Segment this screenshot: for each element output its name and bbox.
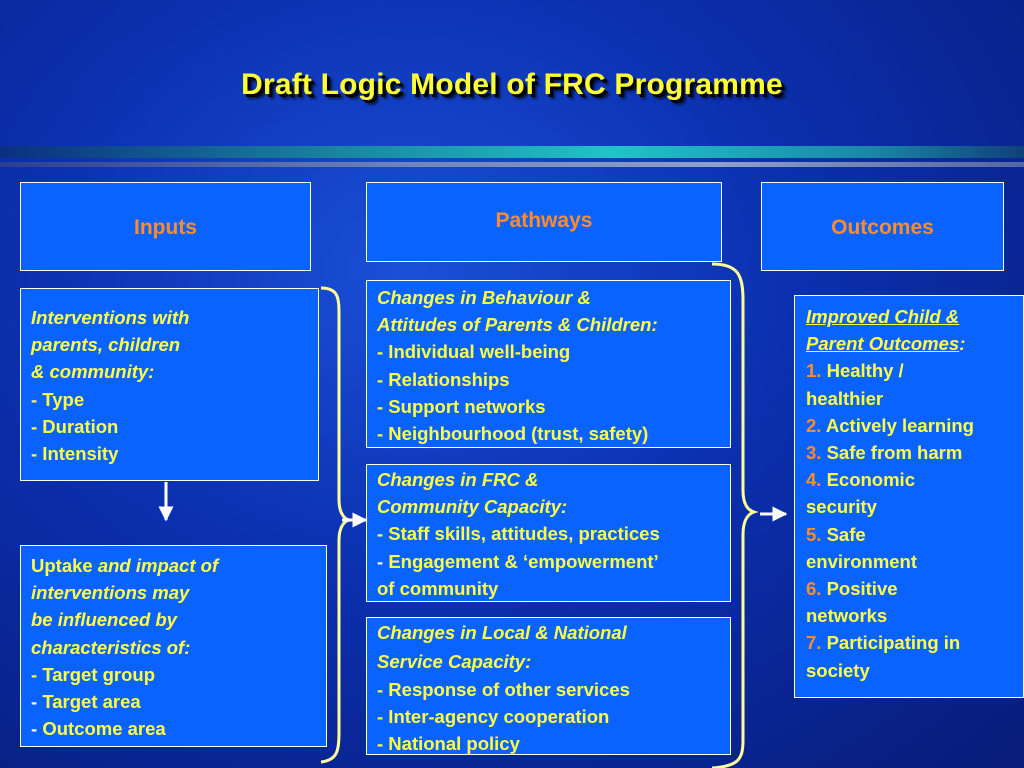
outcomes-header: Outcomes: [761, 182, 1004, 271]
uptake-item-outcome-area: - Outcome area: [31, 718, 166, 740]
behaviour-item-2: - Relationships: [377, 368, 510, 390]
interventions-item-intensity: - Intensity: [31, 443, 119, 465]
service-heading-2: Service Capacity:: [377, 650, 532, 672]
page-title: Draft Logic Model of FRC Programme: [241, 68, 783, 101]
service-heading-1: Changes in Local & National: [377, 622, 627, 643]
interventions-item-type: - Type: [31, 388, 85, 410]
outcome-item-5: 5. Safe: [806, 523, 866, 545]
outcome-item-6-cont: networks: [806, 605, 888, 627]
outcome-item-4: 4. Economic: [806, 469, 915, 491]
decorative-bar-gray: [0, 162, 1024, 167]
behaviour-item-4: - Neighbourhood (trust, safety): [377, 423, 649, 445]
frc-item-2: - Engagement & ‘empowerment’: [377, 550, 659, 572]
uptake-heading-2: interventions may: [31, 582, 190, 604]
frc-heading-2: Community Capacity:: [377, 496, 568, 518]
behaviour-heading-2: Attitudes of Parents & Children:: [377, 314, 658, 336]
uptake-lead: Uptake: [31, 555, 93, 576]
left-brace: [320, 286, 351, 764]
outcome-item-4-cont: security: [806, 496, 877, 518]
behaviour-heading-1: Changes in Behaviour &: [377, 287, 591, 308]
service-item-3: - National policy: [377, 733, 520, 754]
uptake-item-target-area: - Target area: [31, 691, 141, 713]
uptake-heading-3: be influenced by: [31, 609, 177, 631]
pathway-behaviour-box: Changes in Behaviour & Attitudes of Pare…: [366, 280, 731, 448]
outcomes-header-label: Outcomes: [831, 215, 934, 239]
inputs-header-label: Inputs: [134, 215, 197, 239]
uptake-heading-4: characteristics of:: [31, 636, 191, 658]
outcomes-box: Improved Child & Parent Outcomes: 1. Hea…: [794, 295, 1024, 698]
interventions-heading-2: parents, children: [31, 334, 181, 356]
uptake-box: Uptake and impact of interventions may b…: [20, 545, 327, 747]
pathway-service-box: Changes in Local & National Service Capa…: [366, 617, 731, 755]
decorative-bar-teal: [0, 146, 1024, 158]
inputs-header: Inputs: [20, 182, 311, 271]
frc-heading-1: Changes in FRC &: [377, 469, 539, 490]
outcome-item-1-cont: healthier: [806, 387, 884, 409]
interventions-box: Interventions with parents, children & c…: [20, 288, 319, 481]
right-brace: [711, 262, 759, 768]
outcome-item-5-cont: environment: [806, 550, 918, 572]
behaviour-item-1: - Individual well-being: [377, 341, 571, 363]
pathways-header-label: Pathways: [495, 209, 593, 232]
outcome-item-7: 7. Participating in: [806, 632, 961, 654]
outcome-item-3: 3. Safe from harm: [806, 442, 963, 464]
outcome-item-2: 2. Actively learning: [806, 414, 974, 436]
pathway-frc-box: Changes in FRC & Community Capacity: - S…: [366, 464, 731, 602]
outcome-item-1: 1. Healthy /: [806, 360, 904, 382]
frc-item-2-cont: of community: [377, 577, 499, 599]
outcome-item-7-cont: society: [806, 659, 870, 681]
outcome-item-6: 6. Positive: [806, 578, 898, 600]
interventions-heading-3: & community:: [31, 361, 155, 383]
uptake-heading-rest: and impact of: [92, 555, 219, 576]
service-item-1: - Response of other services: [377, 679, 630, 700]
pathways-header: Pathways: [366, 182, 722, 262]
service-item-2: - Inter-agency cooperation: [377, 706, 610, 727]
uptake-item-target-group: - Target group: [31, 663, 156, 685]
frc-item-1: - Staff skills, attitudes, practices: [377, 523, 660, 545]
interventions-heading-1: Interventions with: [31, 307, 190, 328]
interventions-item-duration: - Duration: [31, 415, 119, 437]
uptake-heading-1: Uptake and impact of: [31, 552, 316, 579]
outcomes-heading-2: Parent Outcomes:: [806, 333, 966, 355]
outcomes-heading-1: Improved Child &: [806, 306, 960, 327]
behaviour-item-3: - Support networks: [377, 395, 546, 417]
